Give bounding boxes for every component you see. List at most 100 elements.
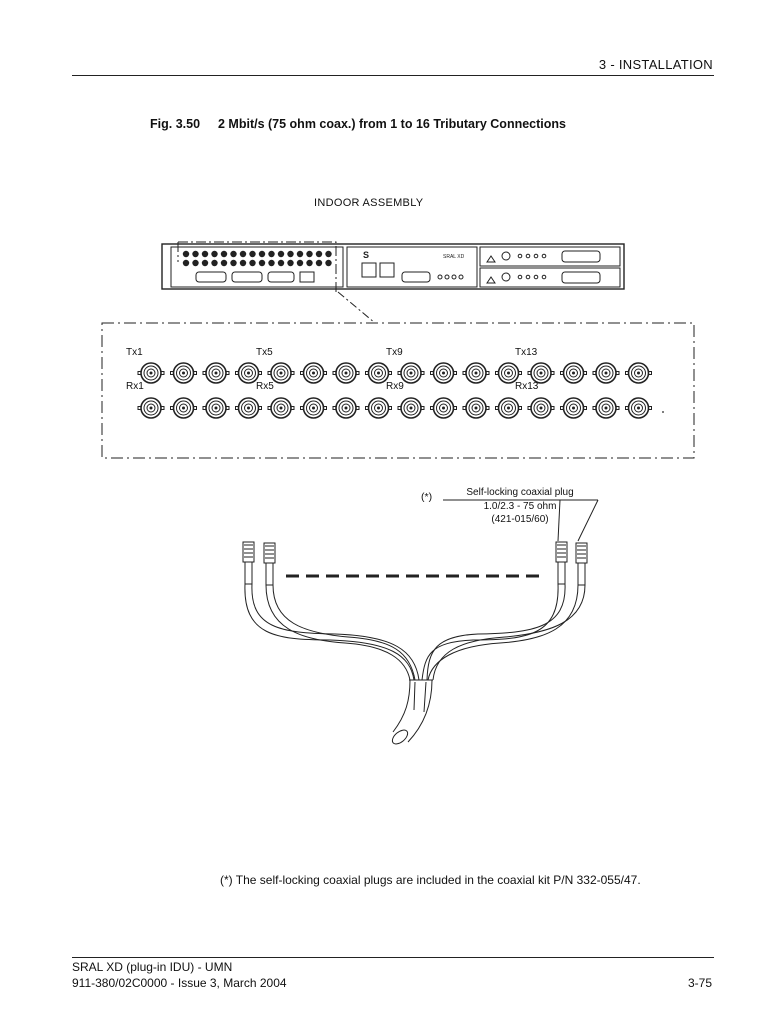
rx-connector-14	[560, 397, 587, 419]
plug-leader-lines	[443, 499, 599, 542]
footer-doc-ref: 911-380/02C0000 - Issue 3, March 2004	[72, 976, 287, 990]
right-plug-1	[555, 541, 568, 585]
mini-coax-5	[220, 250, 228, 258]
plug-note-line3: (421-015/60)	[491, 514, 549, 525]
indoor-rack	[161, 241, 625, 292]
rx-connector-1	[137, 397, 165, 419]
mini-coax-4	[211, 250, 218, 258]
zoom-leader	[337, 291, 376, 324]
mini-coax-10	[268, 250, 275, 258]
mini-coax-11	[277, 250, 285, 258]
tx-connector-7	[332, 362, 360, 384]
footer-doc-title: SRAL XD (plug-in IDU) - UMN	[72, 960, 233, 974]
tx-connector-16	[625, 362, 652, 384]
rx-connector-2	[170, 397, 197, 419]
mini-coax-21	[220, 259, 228, 267]
tx-connector-12	[495, 362, 522, 384]
mini-coax-27	[277, 259, 285, 267]
enlarged-view-frame	[101, 322, 695, 459]
mini-coax-23	[239, 259, 247, 267]
tx-connector-4	[235, 362, 262, 384]
mini-coax-18	[192, 259, 199, 267]
mini-coax-20	[211, 259, 218, 267]
rx-connector-3	[202, 397, 230, 419]
rx-connector-6	[300, 397, 327, 419]
footnote: (*) The self-locking coaxial plugs are i…	[220, 873, 641, 887]
tx13-label: Tx13	[515, 347, 538, 358]
mini-coax-15	[315, 250, 323, 258]
mini-coax-9	[258, 250, 266, 258]
tx-connector-3	[202, 362, 230, 384]
tx-connector-8	[365, 362, 392, 384]
mini-coax-24	[249, 259, 256, 267]
plug-note-marker: (*)	[421, 491, 433, 503]
mini-coax-12	[287, 250, 294, 258]
rx5-label: Rx5	[256, 381, 274, 392]
tx-connector-10	[430, 362, 457, 384]
tx-connector-9	[397, 362, 425, 384]
tx-connector-13	[527, 362, 555, 384]
mini-coax-1	[182, 250, 190, 258]
rx-connector-15	[592, 397, 620, 419]
mini-coax-7	[239, 250, 247, 258]
rx-connector-7	[332, 397, 360, 419]
tx-connector-6	[300, 362, 327, 384]
rx-connector-10	[430, 397, 457, 419]
mini-coax-22	[230, 259, 237, 267]
rx-connector-11	[462, 397, 490, 419]
figure-title: 2 Mbit/s (75 ohm coax.) from 1 to 16 Tri…	[218, 117, 566, 131]
plug-note-line1: Self-locking coaxial plug	[466, 487, 574, 498]
tx-connector-14	[560, 362, 587, 384]
section-title: 3 - INSTALLATION	[598, 57, 713, 72]
rx13-label: Rx13	[515, 381, 539, 392]
footer-page-number: 3-75	[687, 976, 712, 990]
mini-coax-grid	[182, 250, 332, 267]
figure-number: Fig. 3.50	[150, 117, 201, 131]
rx-connector-16	[625, 397, 652, 419]
mini-coax-19	[201, 259, 209, 267]
tx-connector-2	[170, 362, 197, 384]
left-plug-2	[263, 542, 276, 586]
rx-connector-13	[527, 397, 555, 419]
figure-caption: Fig. 3.50 2 Mbit/s (75 ohm coax.) from 1 …	[150, 117, 566, 131]
coax-cable-assembly	[242, 541, 588, 745]
tx-connector-1	[137, 362, 165, 384]
mini-coax-32	[325, 259, 332, 267]
left-plug-1	[242, 541, 255, 585]
header-rule	[72, 75, 714, 76]
mini-coax-14	[306, 250, 313, 258]
mini-coax-3	[201, 250, 209, 258]
mini-coax-16	[325, 250, 332, 258]
tx1-label: Tx1	[126, 347, 143, 358]
tx-connector-11	[462, 362, 490, 384]
mini-coax-28	[287, 259, 294, 267]
mini-coax-6	[230, 250, 237, 258]
mini-coax-25	[258, 259, 266, 267]
rx1-label: Rx1	[126, 381, 144, 392]
mini-coax-30	[306, 259, 313, 267]
mini-coax-8	[249, 250, 256, 258]
plug-note-line2: 1.0/2.3 - 75 ohm	[483, 501, 557, 512]
tx-connector-15	[592, 362, 620, 384]
dot-mark	[662, 411, 664, 413]
right-plug-2	[575, 542, 588, 586]
mini-coax-31	[315, 259, 323, 267]
rx-connector-row	[137, 397, 652, 419]
module-letter: S	[363, 250, 369, 260]
tx9-label: Tx9	[386, 347, 403, 358]
footer-rule	[72, 957, 714, 958]
indoor-assembly-label: INDOOR ASSEMBLY	[314, 197, 424, 209]
tx-connector-row	[137, 362, 652, 384]
mini-coax-29	[296, 259, 304, 267]
tx-connector-5	[267, 362, 295, 384]
tx5-label: Tx5	[256, 347, 273, 358]
rx-connector-9	[397, 397, 425, 419]
rx-connector-4	[235, 397, 262, 419]
mini-coax-13	[296, 250, 304, 258]
rx9-label: Rx9	[386, 381, 404, 392]
mini-coax-17	[182, 259, 190, 267]
rx-connector-8	[365, 397, 392, 419]
mini-coax-2	[192, 250, 199, 258]
rx-connector-5	[267, 397, 295, 419]
